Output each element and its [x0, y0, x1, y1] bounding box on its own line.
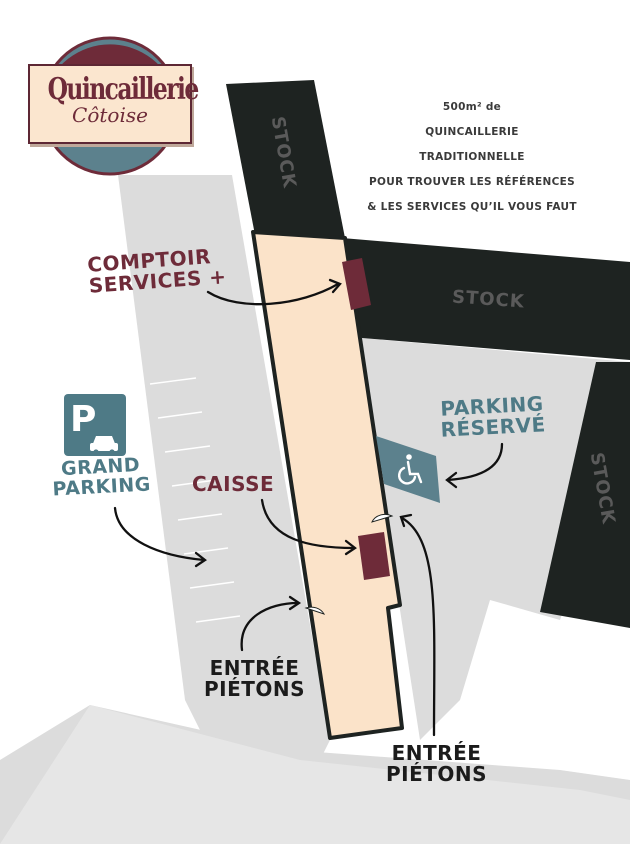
stock-block-far-right [540, 362, 630, 628]
arrow-parking-reserve [446, 442, 504, 482]
bottom-road-shade [0, 705, 630, 844]
arrow-entree-left [240, 601, 300, 652]
info-line: quincaillerie [425, 126, 519, 138]
caisse-label: CAISSE [192, 472, 275, 496]
info-line: pour trouver les références [369, 176, 575, 188]
info-line: traditionnelle [419, 151, 525, 163]
door-left [304, 606, 326, 615]
arrows [113, 278, 504, 737]
info-line: & les services qu’il vous faut [367, 201, 577, 213]
entree-right-line2: PIÉTONS [386, 762, 488, 786]
entree-left-line2: PIÉTONS [204, 677, 306, 701]
arrow-grand-parking [113, 506, 206, 562]
parking-reserve-label: PARKING RÉSERVÉ [439, 391, 547, 442]
store-logo: Quincaillerie Côtoise [28, 64, 200, 144]
stock-block-right [340, 238, 630, 360]
arrow-caisse [260, 498, 356, 550]
logo-title: Quincaillerie [47, 72, 200, 107]
store-info: 500m² de quincaillerie traditionnelle po… [352, 95, 592, 220]
wheelchair-icon [397, 454, 423, 485]
right-parking-area [362, 338, 630, 740]
store-floor [251, 230, 404, 740]
grand-parking-label: GRAND PARKING [51, 454, 151, 501]
door-right [371, 513, 394, 523]
info-line: 500m² de [442, 101, 502, 113]
entree-left-label: ENTRÉE PIÉTONS [204, 658, 305, 700]
comptoir-counter [342, 258, 371, 310]
entree-left-line1: ENTRÉE [209, 656, 300, 680]
reserved-parking-slab [376, 436, 440, 503]
svg-text:P: P [70, 399, 96, 440]
parking-lines [149, 377, 241, 623]
logo-subtitle: Côtoise [72, 103, 148, 127]
comptoir-label: COMPTOIR SERVICES + [87, 244, 228, 298]
entree-right-line1: ENTRÉE [391, 741, 482, 765]
arrow-comptoir [206, 282, 340, 306]
stock-block-top [226, 80, 345, 238]
entree-right-label: ENTRÉE PIÉTONS [386, 743, 487, 785]
caisse-counter [358, 532, 390, 580]
parking-reserve-line2: RÉSERVÉ [439, 412, 547, 442]
arrow-entree-right [400, 516, 436, 737]
left-parking-area [118, 175, 330, 800]
parking-car-icon: P [64, 394, 126, 456]
